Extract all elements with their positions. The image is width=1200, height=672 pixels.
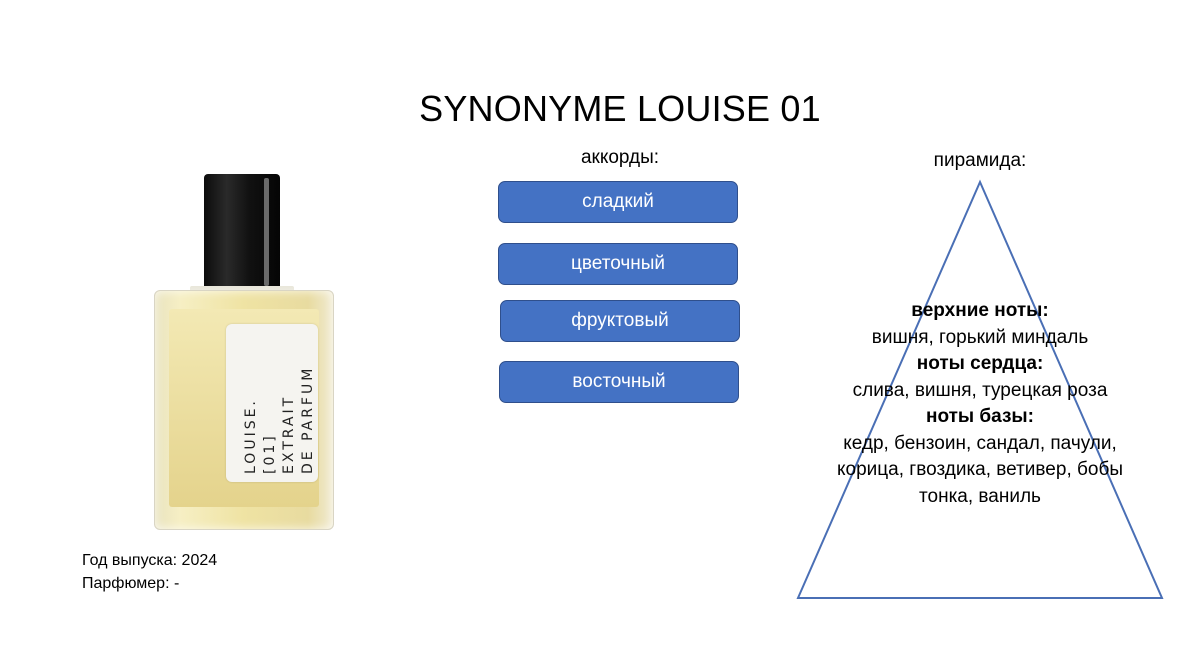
perfume-bottle-image: LOUISE. [01] EXTRAIT DE PARFUM — [150, 172, 335, 532]
accord-floral: цветочный — [498, 243, 738, 285]
bottle-cap-highlight — [264, 178, 269, 286]
top-notes: вишня, горький миндаль — [871, 326, 1089, 348]
heart-notes-heading: ноты сердца: — [916, 353, 1044, 374]
accord-fruity: фруктовый — [500, 300, 740, 342]
pyramid-triangle-shape — [796, 179, 1164, 599]
base-notes-line: тонка, ваниль — [919, 485, 1041, 507]
accord-sweet: сладкий — [498, 181, 738, 223]
base-notes-line: кедр, бензоин, сандал, пачули, — [843, 432, 1117, 454]
base-notes-heading: ноты базы: — [926, 406, 1034, 427]
page-title: SYNONYME LOUISE 01 — [419, 88, 821, 129]
base-notes-line: корица, гвоздика, ветивер, бобы — [837, 459, 1123, 480]
release-year: Год выпуска: 2024 — [82, 552, 218, 569]
accord-oriental: восточный — [499, 361, 739, 403]
pyramid-notes: верхние ноты: вишня, горький миндаль нот… — [800, 298, 1160, 510]
bottle-label — [226, 324, 318, 482]
top-notes-heading: верхние ноты: — [911, 300, 1049, 321]
pyramid-title: пирамида: — [933, 150, 1027, 171]
accords-title: аккорды: — [580, 147, 660, 168]
heart-notes: слива, вишня, турецкая роза — [852, 379, 1108, 401]
perfume-info: Год выпуска: 2024 Парфюмер: - — [82, 549, 217, 595]
perfumer: Парфюмер: - — [82, 575, 180, 592]
